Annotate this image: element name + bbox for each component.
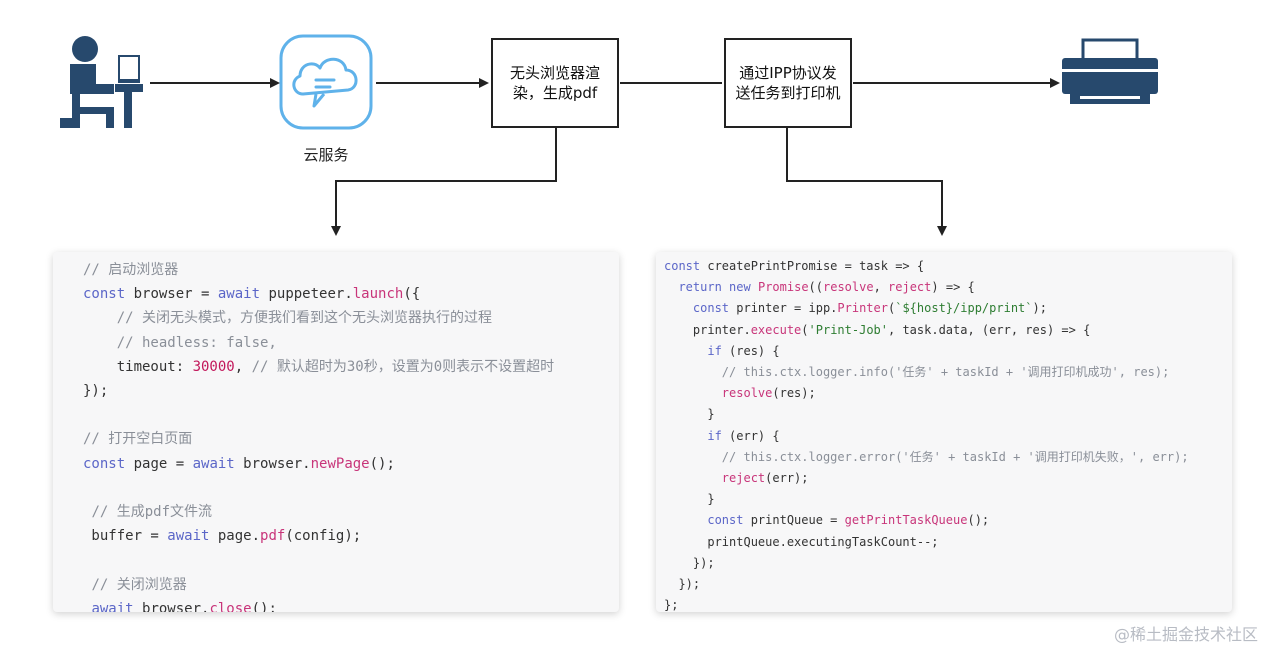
puppeteer-code-line: buffer = await page.pdf(config); [83,528,362,545]
ipp-code-line: printer.execute('Print-Job', task.data, … [664,322,1091,337]
ipp-code-line: printQueue.executingTaskCount--; [664,534,939,549]
puppeteer-code-line: // 关闭无头模式，方便我们看到这个无头浏览器执行的过程 [116,310,493,327]
ipp-code-line: return new Promise((resolve, reject) => … [678,280,975,295]
puppeteer-code-line: // headless: false, [116,334,277,351]
watermark: @稀土掘金技术社区 [1113,625,1258,644]
connectors [150,78,1060,236]
puppeteer-code-line: // 生成pdf文件流 [91,504,213,521]
headless-render-box: 无头浏览器渲染，生成pdf [491,38,619,128]
ipp-code-line: if (res) { [707,343,780,358]
puppeteer-code-line: }); [83,383,109,400]
ipp-code-line: reject(err); [721,471,809,486]
ipp-print-code-panel: const createPrintPromise = task => { ret… [656,252,1232,612]
ipp-code-line: const printer = ipp.Printer(`${host}/ipp… [692,301,1047,316]
ipp-code-line: } [664,492,715,507]
ipp-code-line: const createPrintPromise = task => { [664,259,925,273]
puppeteer-code-line: // 启动浏览器 [83,262,179,278]
puppeteer-code-line: // 关闭浏览器 [91,576,187,593]
puppeteer-code-panel: // 启动浏览器 const browser = await puppeteer.… [53,252,619,612]
ipp-send-text: 通过IPP协议发送任务到打印机 [735,64,841,102]
puppeteer-code-line [83,476,619,500]
puppeteer-code-line: const browser = await puppeteer.launch({ [83,286,421,303]
ipp-code-line: }; [664,598,679,612]
puppeteer-code-line: timeout: 30000, // 默认超时为30秒，设置为0则表示不设置超时 [83,358,555,375]
ipp-send-box: 通过IPP协议发送任务到打印机 [724,38,852,128]
ipp-code-line: const printQueue = getPrintTaskQueue(); [707,513,990,528]
puppeteer-code-line [83,548,619,572]
ipp-code-line: } [664,407,715,422]
ipp-code-line: }); [664,577,701,592]
printer-icon [1062,38,1158,104]
user-icon [60,36,143,128]
cloud-service-icon [279,34,373,130]
ipp-code-line: // this.ctx.logger.info('任务' + taskId + … [721,365,1170,380]
puppeteer-code-line [83,403,619,427]
puppeteer-code-line: // 打开空白页面 [83,431,193,448]
ipp-code-line: }); [664,555,715,570]
cloud-service-label: 云服务 [303,146,349,164]
puppeteer-code-line: const page = await browser.newPage(); [83,455,395,472]
ipp-code-line: resolve(res); [721,386,816,401]
ipp-code-line: if (err) { [707,428,780,443]
ipp-code-line: // this.ctx.logger.error('任务' + taskId +… [721,449,1189,464]
puppeteer-code-line: await browser.close(); [91,600,277,612]
headless-render-text: 无头浏览器渲染，生成pdf [509,64,600,102]
